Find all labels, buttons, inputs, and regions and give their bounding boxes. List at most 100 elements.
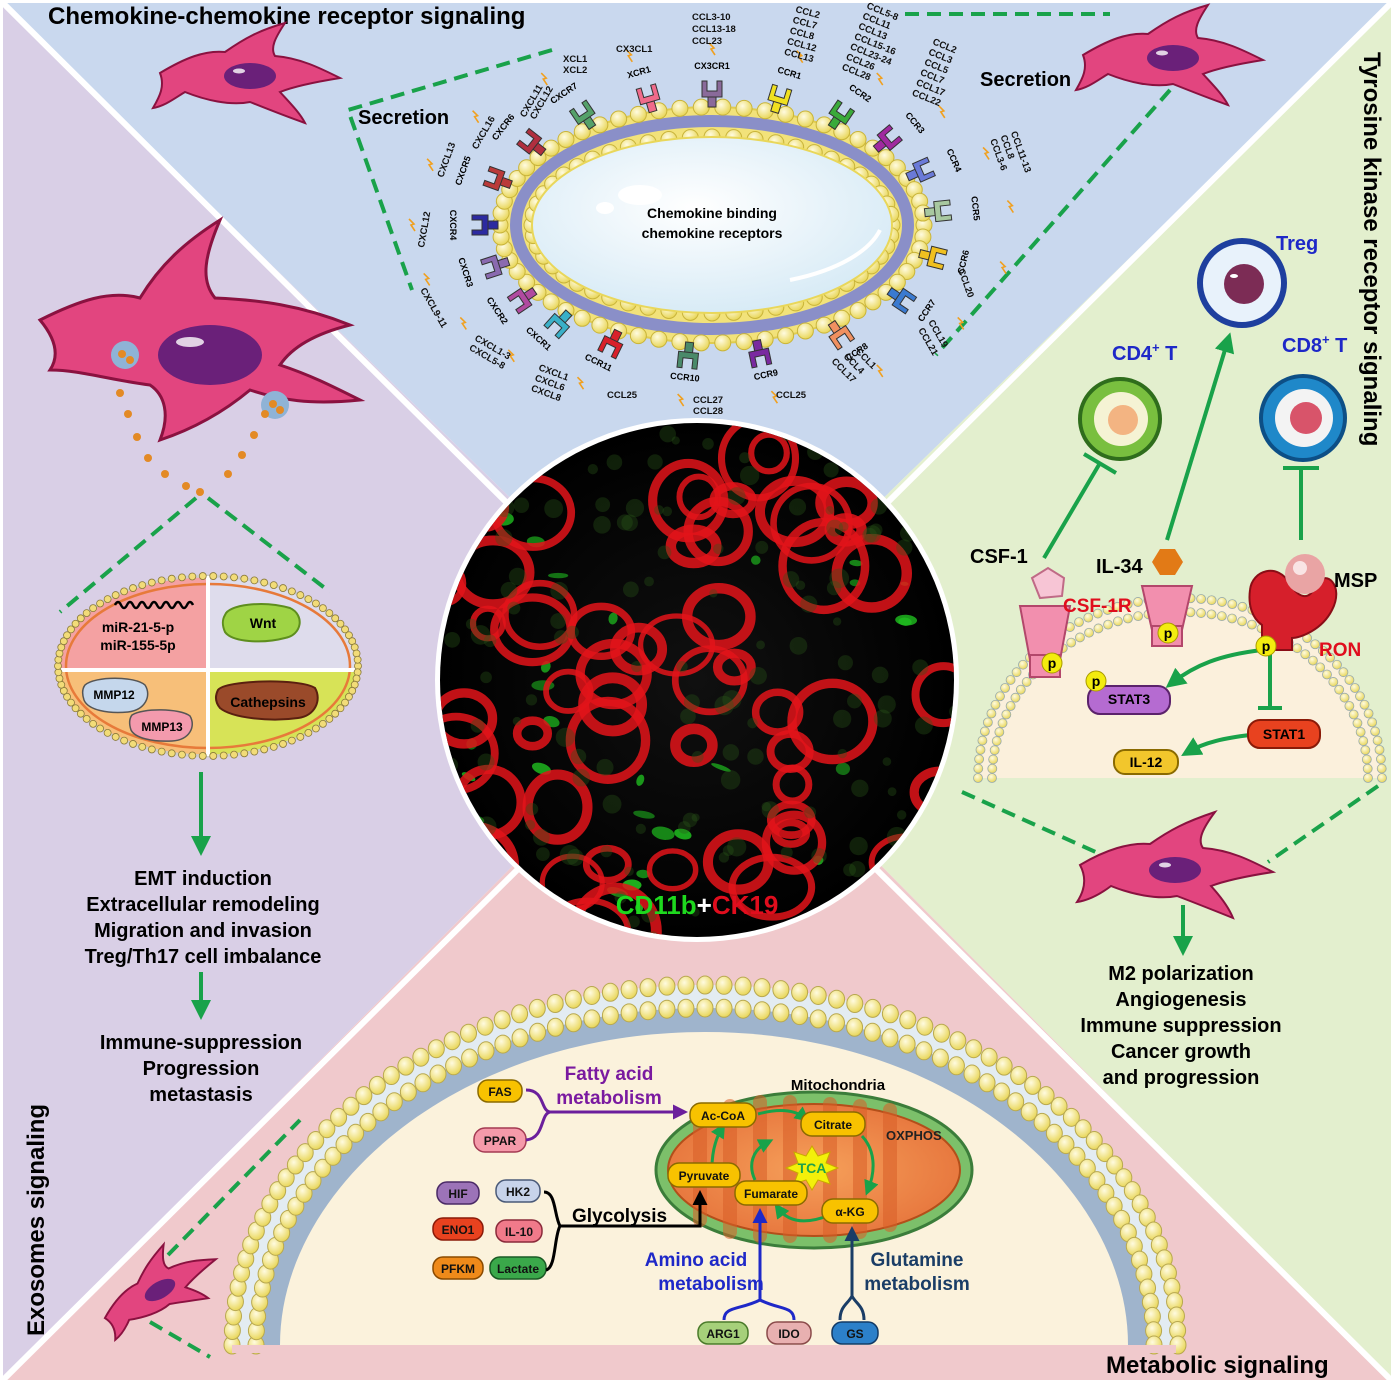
svg-text:PPAR: PPAR bbox=[484, 1134, 517, 1148]
amino-label-1: Amino acid bbox=[645, 1250, 747, 1271]
receptor-label: CCR5 bbox=[969, 196, 982, 221]
metabolic-zoom-lines bbox=[148, 1118, 302, 1359]
chemokine-title: Chemokine-chemokine receptor signaling bbox=[48, 3, 525, 30]
mmp12-blob: MMP12 bbox=[81, 677, 149, 714]
lig-ccr1-2: CCL13-18 bbox=[692, 24, 736, 35]
svg-text:HK2: HK2 bbox=[506, 1185, 530, 1199]
exosome-dots bbox=[116, 389, 269, 496]
cd8-label: CD8+ T bbox=[1282, 332, 1347, 357]
svg-text:M2 polarization: M2 polarization bbox=[1108, 963, 1254, 985]
svg-text:Lactate: Lactate bbox=[497, 1262, 539, 1276]
tyrosine-title: Tyrosine kinase receptor signaling bbox=[1358, 52, 1385, 446]
receptor-ccr2 bbox=[827, 99, 856, 131]
svg-text:MMP12: MMP12 bbox=[93, 688, 135, 702]
receptor-ccr9 bbox=[748, 338, 773, 369]
svg-text:Cancer growth: Cancer growth bbox=[1111, 1041, 1251, 1063]
hk2-node: HK2 bbox=[495, 1179, 541, 1203]
lig-ccr2: CCL2 CCL7 CCL8 CCL12 CCL13 bbox=[783, 4, 821, 65]
svg-text:α-KG: α-KG bbox=[835, 1205, 864, 1219]
ido-node: IDO bbox=[766, 1321, 812, 1345]
lig-ccr11: CCL25 bbox=[607, 390, 638, 401]
fatty-acid-label-2: metabolism bbox=[556, 1088, 662, 1109]
lig-ccr10-2: CCL28 bbox=[693, 406, 723, 417]
metabolic-title: Metabolic signaling bbox=[1106, 1352, 1329, 1379]
glutamine-label-2: metabolism bbox=[864, 1274, 970, 1295]
lig-cx3cr1: CX3CL1 bbox=[616, 44, 653, 55]
receptor-ccr6 bbox=[918, 245, 948, 271]
hif-node: HIF bbox=[436, 1181, 480, 1205]
node-akg: α-KG bbox=[821, 1198, 879, 1224]
svg-text:STAT1: STAT1 bbox=[1263, 726, 1305, 742]
receptor-cxcr2 bbox=[506, 286, 538, 315]
node-fumarate: Fumarate bbox=[734, 1180, 808, 1206]
receptor-ccr7 bbox=[886, 286, 918, 315]
receptor-ccr3 bbox=[872, 124, 903, 153]
il34-label: IL-34 bbox=[1096, 556, 1144, 578]
phospho-ron: p bbox=[1255, 635, 1277, 657]
tk-macrophage bbox=[1074, 810, 1277, 920]
svg-text:Immune suppression: Immune suppression bbox=[1080, 1015, 1281, 1037]
stat3-node: STAT3 p bbox=[1085, 670, 1171, 715]
metabolic-cell bbox=[103, 1241, 219, 1342]
receptor-cxcr5 bbox=[482, 165, 513, 192]
receptor-ccr4 bbox=[905, 156, 936, 183]
svg-text:Progression: Progression bbox=[143, 1058, 260, 1080]
cathepsins-blob: Cathepsins bbox=[214, 680, 319, 721]
lig-xcr1-2: XCL2 bbox=[563, 65, 587, 76]
receptor-cx3cr1 bbox=[701, 80, 723, 108]
phospho-il34: p bbox=[1157, 622, 1179, 644]
ron-receptor bbox=[1248, 554, 1338, 651]
receptor-label: CCR10 bbox=[670, 371, 700, 384]
exosome-zoom-lines bbox=[58, 496, 332, 614]
svg-text:HIF: HIF bbox=[448, 1187, 467, 1201]
svg-text:Migration and invasion: Migration and invasion bbox=[94, 920, 312, 942]
tca-star bbox=[784, 1145, 840, 1191]
svg-text:MMP13: MMP13 bbox=[141, 720, 183, 734]
svg-text:Immune-suppression: Immune-suppression bbox=[100, 1032, 302, 1054]
glycolysis-label: Glycolysis bbox=[572, 1206, 667, 1227]
msp-label: MSP bbox=[1334, 570, 1377, 592]
secreting-cell-top-left bbox=[151, 21, 344, 125]
treg-label: Treg bbox=[1276, 233, 1318, 255]
svg-text:and progression: and progression bbox=[1103, 1067, 1260, 1089]
tk-signal-lines bbox=[1042, 332, 1319, 757]
svg-text:Extracellular remodeling: Extracellular remodeling bbox=[86, 894, 319, 916]
cd8-cell bbox=[1259, 374, 1347, 462]
receptor-ccr5 bbox=[923, 199, 953, 223]
svg-text:Citrate: Citrate bbox=[814, 1118, 852, 1132]
svg-text:ARG1: ARG1 bbox=[706, 1327, 740, 1341]
glutamine-label-1: Glutamine bbox=[871, 1250, 964, 1271]
exosome-cell bbox=[37, 216, 366, 443]
lig-ccr9: CCL25 bbox=[776, 390, 807, 401]
receptor-ccr1 bbox=[767, 83, 793, 114]
eno1-node: ENO1 bbox=[432, 1217, 484, 1241]
micro-label-red: CK19 bbox=[712, 890, 778, 920]
receptor-xcr1 bbox=[635, 83, 661, 114]
phospho-csf1r: p bbox=[1041, 652, 1063, 674]
receptor-ccr11 bbox=[597, 328, 624, 360]
fas-node: FAS bbox=[477, 1079, 523, 1103]
node-citrate: Citrate bbox=[800, 1111, 866, 1137]
micro-label-plus: + bbox=[697, 890, 712, 920]
receptor-label: CXCR4 bbox=[448, 210, 458, 241]
svg-text:FAS: FAS bbox=[488, 1085, 511, 1099]
exosomes-title: Exosomes signaling bbox=[23, 1104, 50, 1336]
svg-text:IL-10: IL-10 bbox=[505, 1225, 533, 1239]
svg-text:GS: GS bbox=[846, 1327, 863, 1341]
svg-text:p: p bbox=[1092, 673, 1101, 689]
cd4-label: CD4+ T bbox=[1112, 340, 1177, 365]
lig-ccr1-3: CCL23 bbox=[692, 36, 722, 47]
receptor-ccr10 bbox=[676, 341, 700, 370]
il10-node: IL-10 bbox=[495, 1219, 543, 1243]
svg-text:Angiogenesis: Angiogenesis bbox=[1115, 989, 1246, 1011]
mmp13-blob: MMP13 bbox=[128, 709, 193, 742]
svg-text:Pyruvate: Pyruvate bbox=[679, 1169, 730, 1183]
svg-text:p: p bbox=[1048, 655, 1057, 671]
lactate-node: Lactate bbox=[489, 1256, 547, 1280]
mirna-2: miR-155-5p bbox=[100, 637, 175, 653]
receptor-cxcr7 bbox=[568, 99, 597, 131]
arg1-node: ARG1 bbox=[697, 1321, 749, 1345]
mirna-1: miR-21-5-p bbox=[102, 619, 174, 635]
